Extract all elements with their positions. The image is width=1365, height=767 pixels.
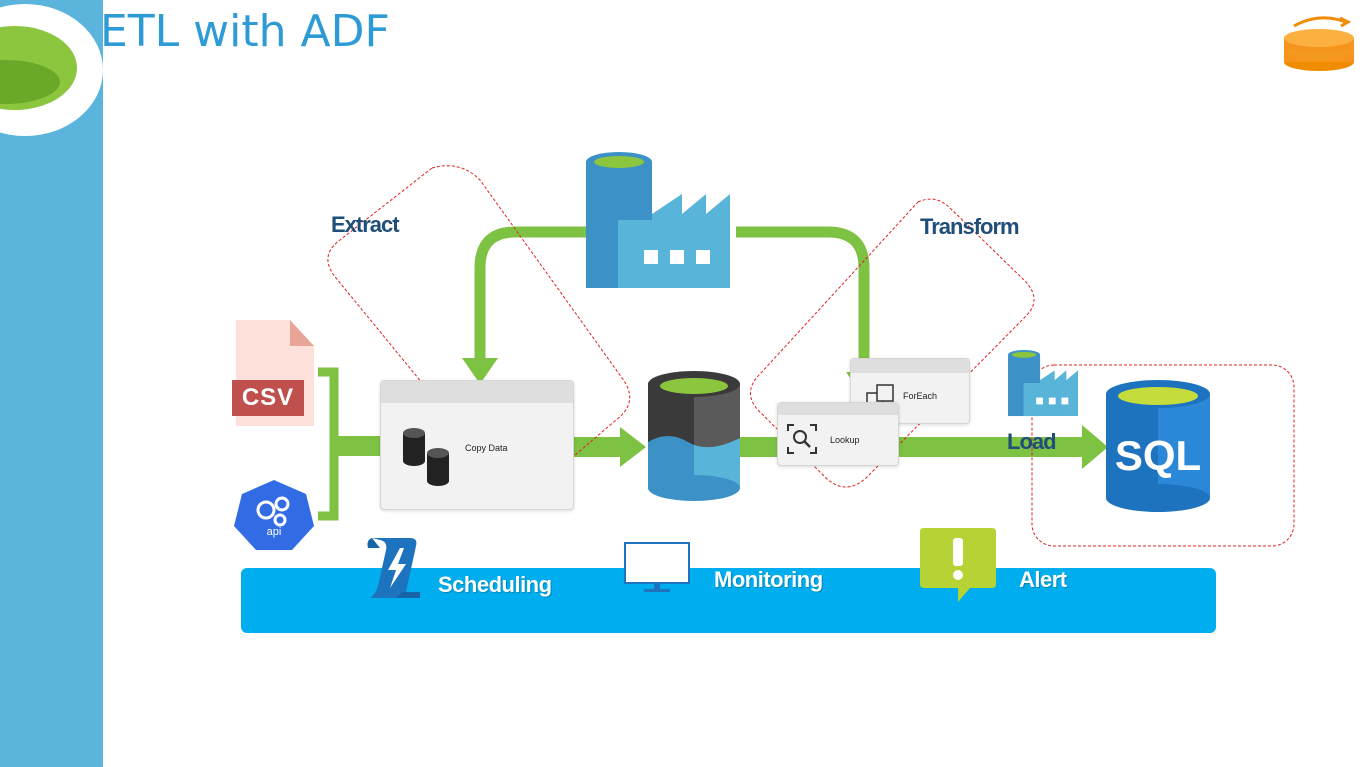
phase-label-extract: Extract [331, 212, 400, 237]
activity-header [851, 359, 969, 373]
phase-label-transform: Transform [920, 214, 1020, 239]
data-lake-icon [648, 371, 740, 501]
foreach-label: ForEach [903, 391, 938, 401]
sql-database-icon [1106, 380, 1210, 512]
csv-label: CSV [241, 384, 295, 411]
logo-icon [1284, 16, 1354, 71]
lookup-activity[interactable]: Lookup [777, 402, 899, 466]
scheduling-label[interactable]: Scheduling [438, 572, 552, 597]
corner-decoration [0, 4, 103, 136]
schedule-icon [367, 538, 420, 598]
csv-file-icon [232, 320, 314, 426]
copy-data-activity[interactable]: Copy Data [380, 380, 574, 510]
api-icon [234, 480, 314, 550]
api-source: api [234, 480, 314, 550]
monitoring-label[interactable]: Monitoring [714, 567, 823, 592]
alert-icon [920, 528, 996, 602]
factory-icon [1008, 349, 1078, 417]
api-label: api [266, 526, 282, 538]
sql-destination: SQL [1106, 378, 1210, 514]
activity-header [778, 403, 898, 415]
activity-header [381, 381, 573, 403]
alert-label[interactable]: Alert [1019, 567, 1067, 592]
lookup-label: Lookup [830, 435, 860, 445]
copy-data-label: Copy Data [465, 443, 508, 453]
factory-icon [586, 152, 730, 288]
foreach-icon [866, 384, 894, 410]
database-icon [403, 428, 449, 486]
csv-source: CSV [232, 320, 316, 426]
search-icon [787, 424, 817, 454]
slide-title: ETL with ADF [100, 6, 390, 57]
sql-label: SQL [1114, 432, 1202, 479]
phase-label-load: Load [1007, 429, 1057, 454]
monitor-icon [624, 542, 690, 592]
